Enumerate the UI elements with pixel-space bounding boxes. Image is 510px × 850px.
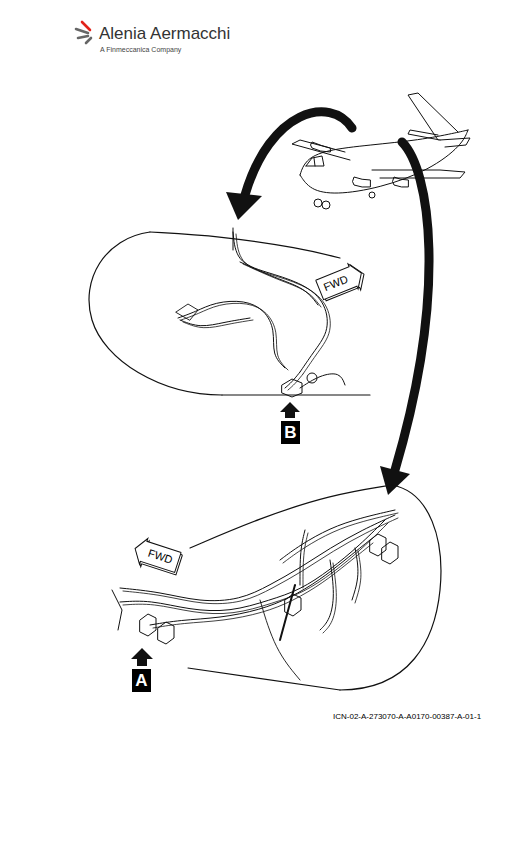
hydraulic-tube [123,523,388,614]
cockpit-window [306,156,324,166]
hydraulic-tube [153,543,373,628]
fuselage-top [300,130,468,175]
view-arrow [131,648,153,666]
engine-nacelle [311,142,331,152]
forward-arrow: FWD [315,261,367,303]
landing-gear [322,201,330,209]
hydraulic-tube [233,232,327,372]
nacelle-outline [89,232,222,395]
horizontal-stabilizer [440,138,470,147]
tube-end [112,590,122,630]
hydraulic-tube [183,320,253,328]
hydraulic-tube [300,530,305,585]
hydraulic-tube [181,303,288,370]
view-tag: A [132,669,151,692]
view-tag: B [281,421,300,444]
pointer-arrowhead [226,192,262,220]
logo-stroke [86,38,91,43]
view-arrow [280,402,300,418]
illustration-control-number: ICN-02-A-273070-A-A0170-00387-A-01-1 [333,713,481,721]
valve-body [158,622,174,644]
hydraulic-tube [150,540,370,625]
hydraulic-tube [355,551,361,603]
pointer-arrowhead [380,466,410,495]
landing-gear [369,192,375,198]
vertical-stabilizer [408,93,458,140]
valve-body [282,379,302,397]
arrow-outline-shape [315,261,367,303]
hydraulic-tube [243,264,321,307]
arrow-outline-shape [131,536,182,576]
engine-nacelle [393,177,409,187]
engine-nacelle [353,177,371,187]
logo-symbol [76,22,91,43]
nacelle-outline [150,232,340,258]
horizontal-stabilizer-left [408,130,440,140]
nacelle-fairing [300,374,345,388]
upper-nacelle [89,228,370,397]
hydraulic-tube [303,533,308,588]
nacelle-outline [190,485,392,548]
actuator [280,585,295,640]
logo-stroke [76,29,88,33]
hydraulic-tube [123,518,398,604]
lower-nacelle [112,485,441,690]
valve-fitting [307,373,317,383]
company-name: Alenia Aermacchi [99,25,230,42]
landing-gear [314,199,322,207]
hydraulic-tube [320,560,333,630]
valve-body [370,534,386,556]
tube-end [233,228,234,250]
valve-body [140,614,156,636]
valve-body [382,542,398,564]
company-subtitle: A Finmeccanica Company [100,46,181,53]
logo-stroke [78,36,88,38]
view-letter: B [284,424,296,441]
nacelle-outline [188,668,340,690]
hydraulic-tube [240,262,318,305]
cockpit-frame [314,158,315,166]
hydraulic-tube [178,301,285,368]
hydraulic-tube [323,563,336,633]
pointer-arrow [245,112,352,195]
forward-arrow: FWD [131,536,182,576]
pointer-arrow [395,142,429,470]
bracket [176,304,198,320]
logo-stroke [82,22,90,30]
left-wing [292,140,350,160]
hydraulic-tube [120,515,395,601]
nacelle-outline [340,485,441,690]
view-letter: A [135,672,147,689]
hydraulic-tube [352,548,358,600]
